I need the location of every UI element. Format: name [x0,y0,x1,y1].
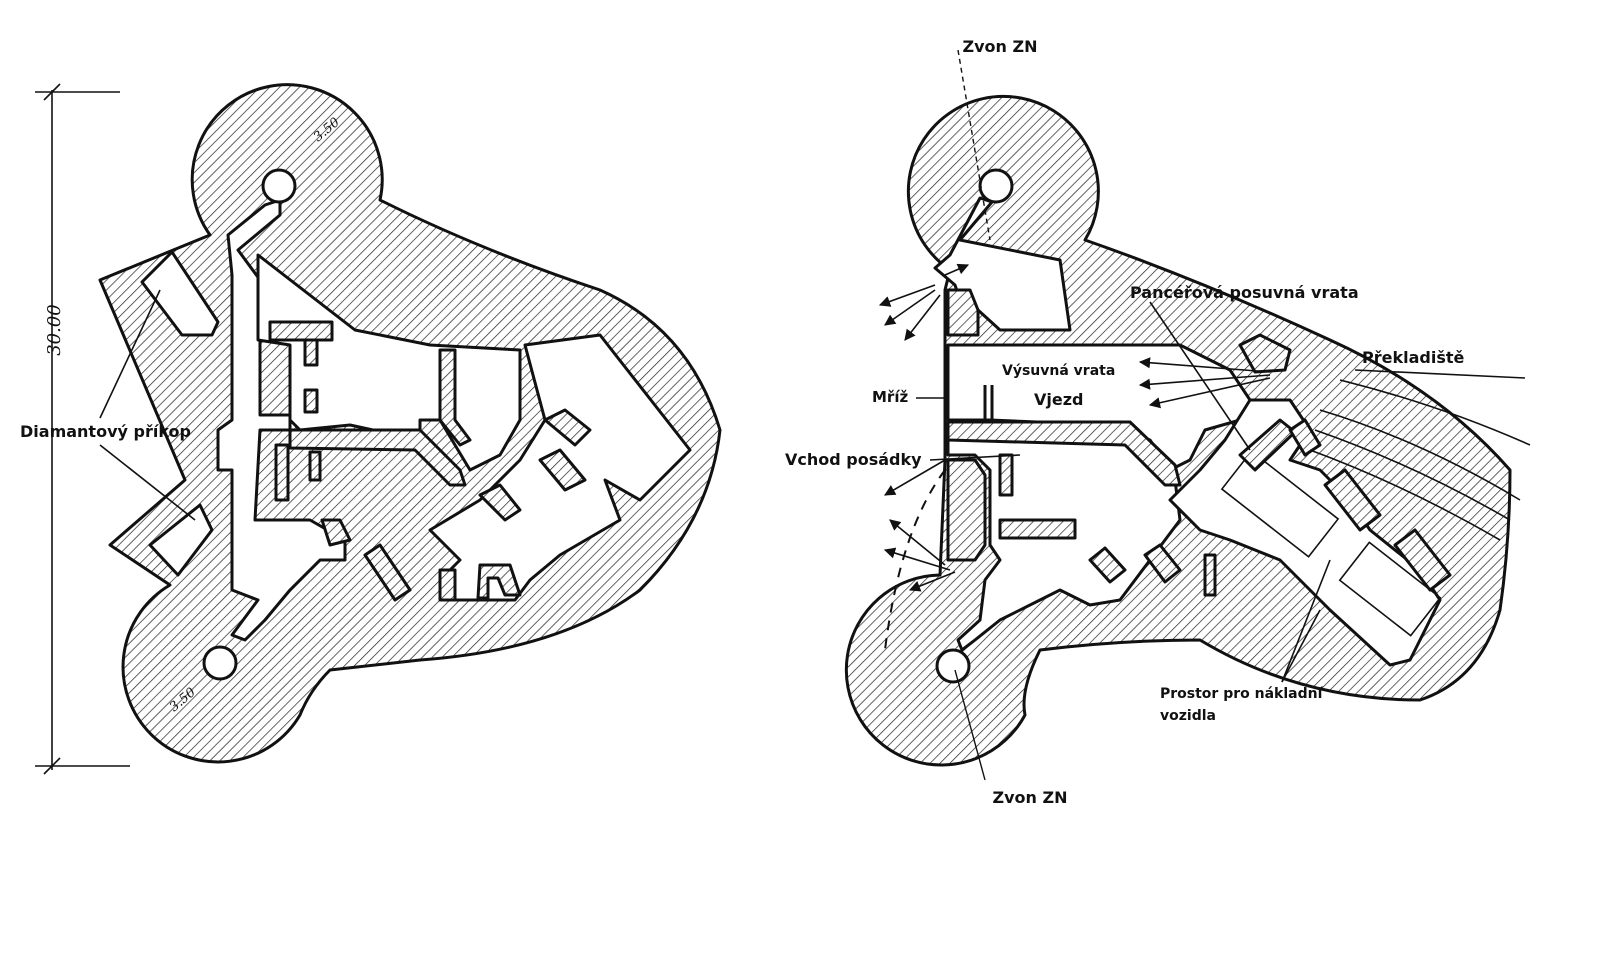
left-plan-room-wall-e [476,563,522,600]
right-plan-entry-left-wall [946,288,980,337]
right-plan-bell-top [978,168,1014,204]
left-plan-dimension-slash-bottom [43,757,61,775]
right-plan-diagonal-wall [946,420,1182,487]
left-plan-block-d [274,443,290,502]
left-plan-block-f [320,518,352,547]
left-plan-room-wall-d [538,448,587,492]
right-plan-label-truck-space-line2: vozidla [1160,708,1216,724]
right-plan-label-bell-top: Zvon ZN [963,37,1038,56]
left-plan-room-wall-c [478,483,522,522]
left-plan-room-wall-f [438,568,457,602]
firing-arrow-9 [1138,357,1271,373]
right-plan-crew-wall [946,458,987,562]
left-plan-label-ditch: Diamantový příkop [20,422,191,441]
firing-arrow-7 [908,571,956,592]
left-plan-ditch-leader-upper [99,289,161,419]
right-plan-truck-space [1168,398,1442,667]
right-plan-block-b [998,518,1077,540]
right-plan-block-f [1323,468,1382,532]
right-plan-leader-armored-gate [1149,301,1251,451]
right-plan-bell-axis-bottom [954,669,986,781]
left-plan-block-g [363,543,412,602]
right-plan-label-transfer: Překladiště [1362,348,1465,367]
firing-arrow-6 [883,547,951,571]
right-plan-bell-bottom [935,648,971,684]
right-plan-block-g [1393,528,1452,592]
left-floor-plan: 30.00 3.50 3.50 Diamantový příkop [20,83,722,775]
right-plan-block-c [1088,546,1127,584]
right-plan-track-arc-2 [1314,429,1511,521]
left-plan-bell-top [261,168,297,204]
right-plan-truck-b [1338,541,1442,637]
firing-arrow-8 [884,459,946,496]
right-plan-track-arc-4 [1339,379,1531,446]
right-plan-firing-arrows [878,263,1271,592]
right-plan-entry-hall [946,343,1252,472]
right-plan-label-crew-entrance: Vchod posádky [785,450,922,469]
left-plan-ditch-lower [148,503,214,577]
right-plan-block-h [1288,418,1322,457]
right-plan-truck-a [1220,450,1340,558]
right-plan-block-e [1143,543,1182,584]
left-plan-block-b [303,338,319,367]
right-plan-block-d [1203,553,1217,597]
firing-arrow-5 [889,519,946,566]
left-plan-room-wall-a [438,348,472,447]
left-plan-diagonal-wall [288,428,467,487]
right-plan-label-truck-space-line1: Prostor pro nákladní [1160,686,1324,702]
right-plan-track-arc-3 [1309,449,1501,541]
left-plan-block-a [268,320,334,342]
left-plan-block-c [303,388,319,414]
firing-arrow-4 [944,263,970,276]
right-plan-leader-truck-a [1281,559,1331,683]
right-plan-leader-truck-b [1281,609,1321,683]
left-plan-ditch-leader-lower [99,444,196,521]
firing-arrow-2 [884,289,936,326]
left-plan-dimension-total: 30.00 [44,304,65,356]
right-floor-plan: Zvon ZN Zvon ZN Pancéřová posuvná vrata … [785,37,1531,807]
firing-arrow-10 [1138,374,1271,390]
right-plan-label-entry: Vjezd [1034,390,1083,409]
firing-arrow-3 [904,294,941,341]
right-plan-leader-transfer [1354,369,1526,379]
left-plan-bell-bottom [202,645,238,681]
right-plan-leader-crew-entrance [929,454,1021,461]
right-plan-label-sliding-gate: Výsuvná vrata [1002,363,1115,379]
left-plan-corridor [216,198,347,642]
right-plan-block-a [998,453,1014,497]
left-plan-room-wall-b [543,408,592,447]
right-plan-label-armored-gate: Pancéřová posuvná vrata [1130,283,1359,302]
firing-arrow-1 [878,284,936,307]
right-plan-fire-arc [884,469,946,651]
right-plan-label-bell-bottom: Zvon ZN [993,788,1068,807]
right-plan-block-i [1238,333,1292,374]
left-plan-block-e [308,450,322,482]
left-plan-dimension-slash-top [43,83,61,101]
left-plan-ditch-upper [140,250,220,337]
right-plan-label-grille: Mříž [872,388,908,406]
right-plan-track-arc-1 [1319,409,1521,501]
